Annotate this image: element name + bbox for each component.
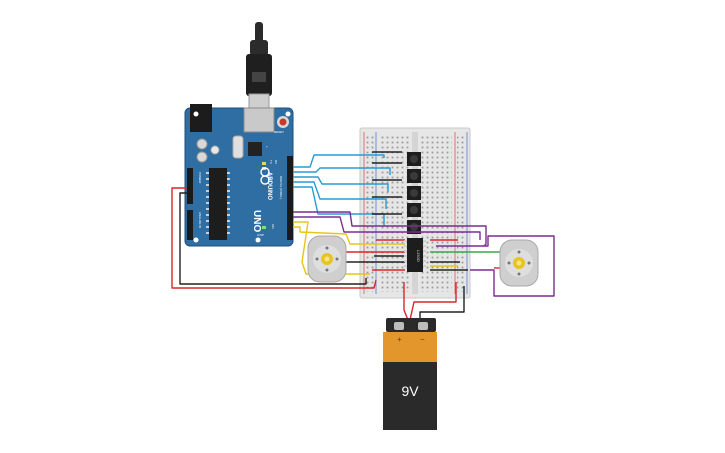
on-label: ON	[271, 224, 275, 229]
arduino-logo-icon	[260, 167, 270, 185]
on-led	[262, 226, 266, 229]
capacitor	[196, 138, 208, 150]
rx-label: RX	[274, 160, 278, 164]
red-wire[interactable]	[403, 282, 409, 321]
arduino-brand-label: ARDUINO	[266, 172, 272, 200]
black-wire[interactable]	[179, 192, 367, 285]
arduino-model-label: UNO	[251, 210, 262, 232]
blue-wire[interactable]	[293, 186, 385, 226]
black-wire[interactable]	[419, 286, 465, 320]
pushbutton[interactable]	[407, 152, 421, 166]
power-header-label: POWER	[198, 172, 202, 184]
red-wire[interactable]	[171, 187, 377, 289]
blue-wire[interactable]	[293, 176, 389, 192]
arduino-uno-board[interactable]: ARDUINO UNO DIGITAL (PWM~) POWER ANALOG …	[184, 104, 294, 247]
purple-wire[interactable]	[293, 211, 487, 247]
usb-controller-chip	[248, 142, 262, 156]
blue-wire[interactable]	[293, 167, 391, 175]
tx-led	[262, 162, 266, 165]
analog-header-label: ANALOG IN	[198, 212, 202, 228]
usb-port	[243, 107, 275, 133]
driver-chip-label: L293D	[416, 250, 421, 262]
wires	[171, 151, 555, 321]
l-label: L	[265, 146, 269, 148]
battery-9v[interactable]: + − 9V	[383, 318, 437, 430]
tx-label: TX	[269, 160, 273, 164]
battery-plus-label: +	[397, 335, 402, 344]
power-pin-header[interactable]	[187, 168, 193, 204]
power-jack	[190, 104, 212, 132]
pushbutton[interactable]	[407, 169, 421, 183]
capacitor	[196, 151, 208, 163]
pushbutton[interactable]	[407, 203, 421, 217]
battery-minus-label: −	[420, 335, 425, 344]
digital-pin-header[interactable]	[287, 156, 293, 240]
pushbutton[interactable]	[407, 220, 421, 234]
purple-wire[interactable]	[293, 216, 481, 240]
dc-motor-left[interactable]	[307, 235, 347, 283]
analog-pin-header[interactable]	[187, 210, 193, 240]
purple-wire[interactable]	[436, 235, 555, 297]
blue-wire[interactable]	[293, 181, 387, 209]
dc-motor-right[interactable]	[499, 239, 539, 287]
digital-header-label: DIGITAL (PWM~)	[279, 176, 283, 199]
blue-wire[interactable]	[293, 154, 385, 168]
motor-driver-chip[interactable]: L293D	[404, 238, 426, 272]
reset-label: RESET	[274, 130, 284, 134]
atmega-chip	[209, 168, 227, 240]
pushbutton[interactable]	[407, 186, 421, 200]
battery-voltage-label: 9V	[401, 383, 419, 399]
yellow-wire[interactable]	[293, 226, 405, 245]
icsp-label: ICSP	[257, 233, 264, 237]
red-wire[interactable]	[409, 282, 457, 321]
